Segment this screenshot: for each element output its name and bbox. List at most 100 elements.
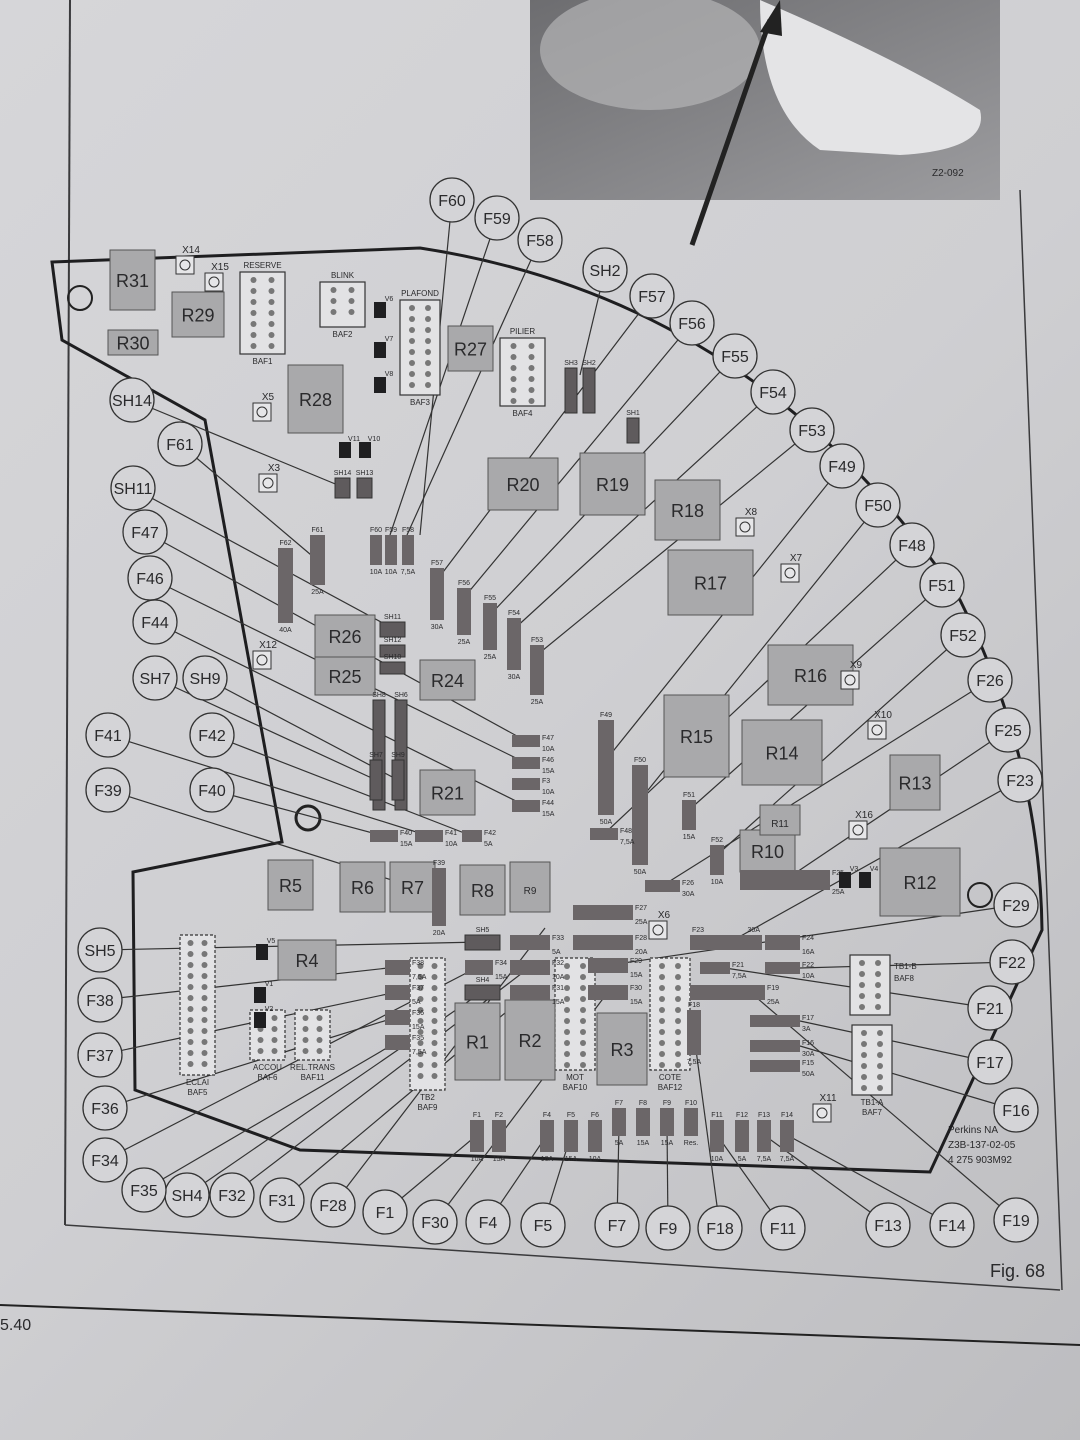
callout-label: F9 <box>659 1221 678 1238</box>
test-point-body <box>648 920 668 940</box>
fuse-id: F48 <box>620 828 632 835</box>
pin <box>510 343 517 349</box>
shunt-label: SH9 <box>391 752 405 759</box>
pin <box>564 996 570 1002</box>
pin <box>201 995 208 1001</box>
fuse-rating: 20A <box>433 930 446 937</box>
shunt-body <box>369 759 383 801</box>
fuse-id: F5 <box>567 1112 575 1119</box>
shunt-body <box>626 417 640 444</box>
pin <box>425 382 431 388</box>
relay-body <box>447 325 494 372</box>
fuse-body <box>510 985 550 1000</box>
test-point-hole <box>256 406 268 418</box>
test-point-hole <box>852 824 864 836</box>
callout-f39: F39 <box>85 767 131 813</box>
connector-body <box>294 1009 331 1061</box>
callout-f4: F4 <box>465 1199 511 1245</box>
fuse-rating: 10A <box>370 569 383 576</box>
callout-f36: F36 <box>82 1085 128 1131</box>
fuse-body <box>510 935 550 950</box>
pin <box>510 387 517 393</box>
callout-f1: F1 <box>362 1189 408 1235</box>
fuse-id: F33 <box>552 935 564 942</box>
callout-f21: F21 <box>967 985 1013 1031</box>
pin <box>659 1018 665 1024</box>
pin <box>187 1050 194 1056</box>
fuse-id: F39 <box>433 860 445 867</box>
callout-f29: F29 <box>993 882 1039 928</box>
pin <box>564 1062 570 1068</box>
callout-f13: F13 <box>865 1202 911 1248</box>
relay-label: R12 <box>903 873 936 893</box>
leader-line <box>143 1041 398 1191</box>
callout-label: F21 <box>976 1001 1004 1018</box>
diode-label: V8 <box>385 371 394 378</box>
pin <box>187 1028 194 1034</box>
shunt-sh9: SH9 <box>391 752 405 801</box>
diode-body <box>254 1012 266 1028</box>
relay-r31: R31 <box>109 249 156 311</box>
shunt-body <box>582 367 596 414</box>
callout-circle <box>669 300 715 346</box>
callout-circle <box>132 655 178 701</box>
callout-f58: F58 <box>517 217 563 263</box>
callout-circle <box>85 712 131 758</box>
callout-circle <box>465 1199 511 1245</box>
footer-rule <box>0 1304 1080 1346</box>
shunt-label: SH12 <box>384 637 402 644</box>
fuse-body <box>512 800 540 812</box>
callout-f25: F25 <box>985 707 1031 753</box>
pin <box>564 1051 570 1057</box>
relay-r9: R9 <box>509 861 551 913</box>
fuse-rating: 15A <box>542 768 555 775</box>
callout-f54: F54 <box>750 369 796 415</box>
test-point-label: X9 <box>850 660 863 671</box>
pin <box>877 1074 883 1080</box>
callout-f47: F47 <box>122 509 168 555</box>
callout-label: F54 <box>759 385 787 402</box>
relay-body <box>741 719 823 786</box>
callout-label: F18 <box>706 1221 734 1238</box>
relay-body <box>889 754 941 811</box>
connector-name: PILIER <box>510 327 536 336</box>
fuse-body <box>564 1120 578 1152</box>
fuse-id: F30 <box>630 985 642 992</box>
pin <box>187 984 194 990</box>
fuse-body <box>370 535 382 565</box>
pin <box>348 287 355 293</box>
relay-label: R11 <box>771 819 789 830</box>
callout-label: SH4 <box>171 1188 202 1205</box>
pin <box>268 277 275 283</box>
callout-circle <box>712 333 758 379</box>
relay-r8: R8 <box>459 864 506 916</box>
callout-label: F47 <box>131 525 159 542</box>
callout-f41: F41 <box>85 712 131 758</box>
relay-r24: R24 <box>419 659 476 701</box>
pin <box>875 960 881 966</box>
pin <box>187 940 194 946</box>
diode-v1: V1 <box>254 981 273 1003</box>
fuse-body <box>682 800 696 830</box>
fuse-rating: 15A <box>552 999 565 1006</box>
connector-baf: BAF12 <box>658 1083 683 1092</box>
callout-circle <box>993 882 1039 928</box>
pin <box>201 1039 208 1045</box>
callout-label: F46 <box>136 571 164 588</box>
test-point-label: X12 <box>259 640 277 651</box>
pin <box>348 298 355 304</box>
pin <box>431 1007 438 1013</box>
relay-label: R10 <box>751 842 784 862</box>
callout-label: SH2 <box>589 263 620 280</box>
callout-label: SH11 <box>114 481 153 498</box>
diode-label: V5 <box>267 938 276 945</box>
relay-body <box>459 864 506 916</box>
